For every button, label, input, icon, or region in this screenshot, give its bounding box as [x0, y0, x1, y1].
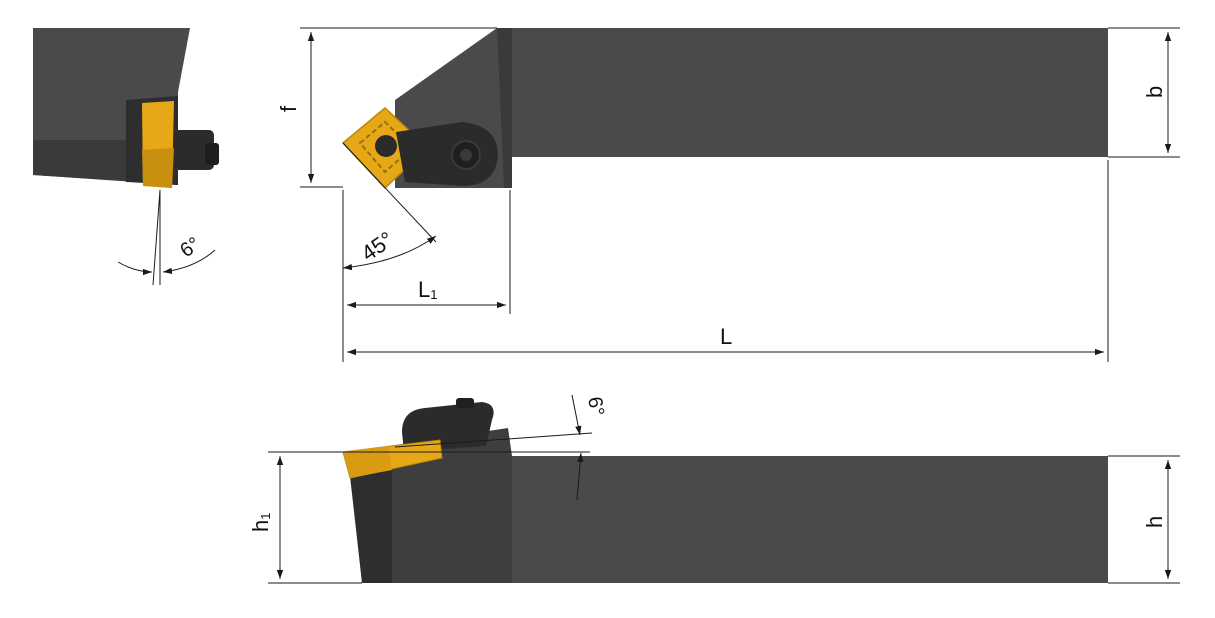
L1-label: L1 — [418, 277, 437, 302]
front-view-head-lower — [350, 470, 392, 583]
top-view: f b 45° L1 L — [276, 27, 1180, 362]
front-view: 6° h1 h — [248, 394, 1180, 584]
detail-insert-shade — [142, 148, 174, 188]
b-label: b — [1142, 86, 1167, 98]
L-label: L — [720, 324, 732, 349]
side-detail-view: 6° — [33, 28, 219, 286]
h1-label: h1 — [248, 513, 273, 532]
detail-shank-lower — [33, 140, 140, 182]
front-view-clamp-screw — [456, 398, 474, 408]
top-view-head-edge — [497, 28, 512, 188]
angle-side-label: 6° — [176, 233, 204, 262]
front-view-clamp — [402, 402, 494, 452]
front-view-shank — [512, 456, 1108, 583]
angle-rake-label: 6° — [583, 395, 608, 418]
top-view-clamp — [396, 122, 498, 186]
angle-top-label: 45° — [357, 227, 399, 267]
detail-clamp-screw — [205, 143, 219, 165]
top-view-shank — [512, 28, 1108, 157]
detail-clamp — [174, 130, 214, 170]
f-label: f — [276, 105, 301, 112]
h-label: h — [1142, 516, 1167, 528]
top-view-insert-screw — [375, 135, 397, 157]
